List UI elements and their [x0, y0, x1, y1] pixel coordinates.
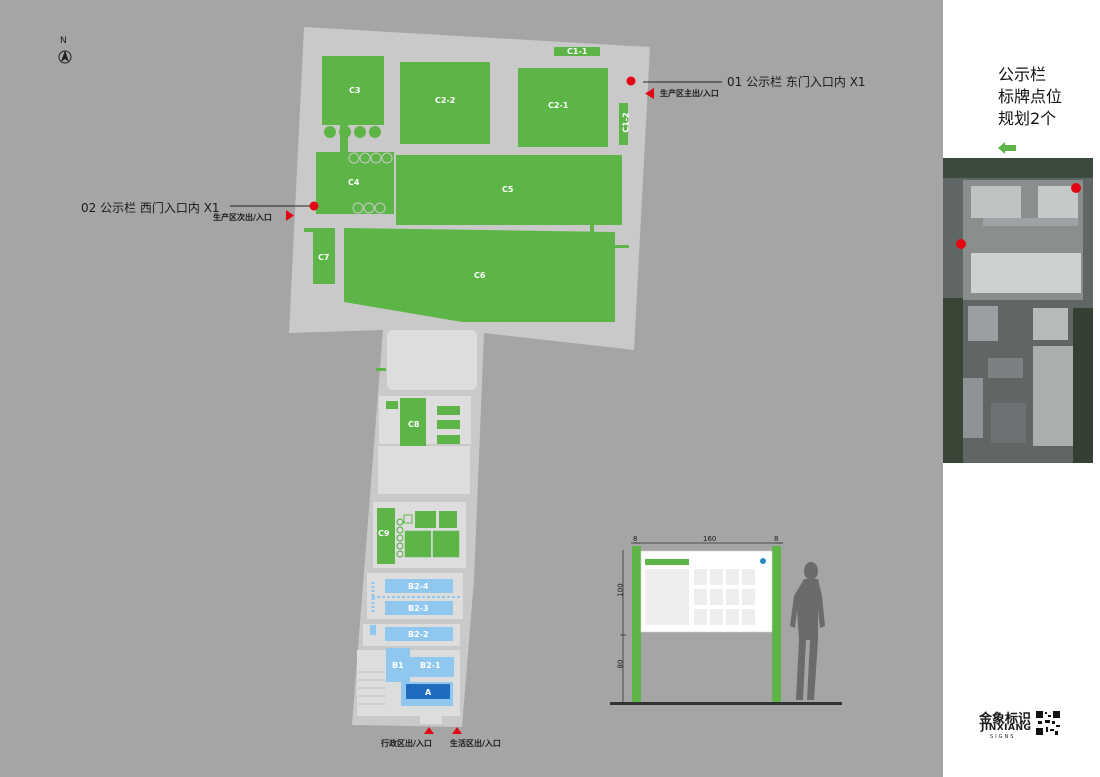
dim-leg-height: 80 — [616, 659, 625, 669]
building-b2-4[interactable] — [385, 579, 453, 593]
dim-post-right: 8 — [774, 535, 779, 543]
signboard-elevation — [610, 542, 842, 705]
label-c3: C3 — [349, 86, 361, 95]
sign-header-bar — [645, 559, 689, 565]
east-callout-text: 01 公示栏 东门入口内 X1 — [727, 75, 866, 89]
building-b2-2[interactable] — [385, 627, 453, 641]
dim-board-height: 100 — [616, 583, 625, 597]
sign-leg-left — [632, 546, 641, 702]
building-b2-1[interactable] — [410, 657, 454, 677]
c6-east-connector — [615, 245, 629, 248]
c8-shed-2 — [437, 406, 460, 415]
sidebar-line-2: 标牌点位 — [998, 87, 1063, 106]
gate-living-arrow[interactable] — [452, 727, 462, 734]
label-c2-1: C2-1 — [548, 101, 569, 110]
label-c1-2: C1-2 — [621, 112, 631, 133]
plaza — [387, 330, 477, 390]
label-b2-2: B2-2 — [408, 630, 429, 639]
sign-logo — [760, 558, 766, 564]
west-callout-text: 02 公示栏 西门入口内 X1 — [81, 201, 220, 215]
label-c1-1: C1-1 — [567, 47, 588, 56]
west-entry-label: 生产区次出/入口 — [213, 213, 272, 222]
label-c8: C8 — [408, 420, 420, 429]
building-c8[interactable] — [400, 398, 426, 448]
gate-admin-arrow[interactable] — [424, 727, 434, 734]
c9-tanks — [396, 518, 404, 558]
compass-north-label: N — [60, 36, 67, 46]
building-c7[interactable] — [313, 228, 335, 284]
brand-english: JINXIANG — [981, 723, 1032, 733]
c9-block-4 — [431, 529, 461, 559]
building-c2-2[interactable] — [400, 62, 490, 144]
building-b1[interactable] — [386, 648, 410, 682]
b2-2-small — [370, 625, 376, 635]
sidebar-title: 公示栏 标牌点位 规划2个 — [998, 64, 1062, 130]
label-c2-2: C2-2 — [435, 96, 456, 105]
plaza-connector — [376, 368, 386, 371]
label-b2-1: B2-1 — [420, 661, 441, 670]
c8-shed-4 — [437, 435, 460, 444]
east-entry-arrow[interactable] — [645, 88, 654, 99]
parking-lots — [358, 671, 385, 705]
label-c4: C4 — [348, 178, 360, 187]
c8-lower-zone — [378, 446, 470, 494]
c3-connector — [340, 125, 348, 155]
c9-block-3 — [403, 529, 433, 559]
person-silhouette — [790, 562, 825, 700]
east-entry-label: 生产区主出/入口 — [660, 89, 719, 98]
qr-code-icon — [1035, 710, 1061, 736]
east-signboard-marker[interactable] — [626, 76, 636, 86]
label-b2-3: B2-3 — [408, 604, 429, 613]
building-c9[interactable] — [377, 508, 395, 564]
building-a[interactable] — [406, 684, 450, 699]
dim-total-width: 160 — [703, 535, 717, 543]
building-c5[interactable] — [396, 155, 622, 225]
compass-needle — [61, 50, 69, 62]
c4-tanks-bottom — [352, 202, 386, 214]
building-c2-1[interactable] — [518, 68, 608, 147]
aerial-photo — [943, 158, 1093, 463]
site-map — [58, 27, 842, 734]
gate-admin-label: 行政区出/入口 — [381, 739, 432, 748]
west-entry-arrow[interactable] — [286, 210, 294, 221]
building-c6[interactable] — [344, 228, 615, 322]
brand-chinese: 金象标识 — [979, 712, 1032, 727]
c9-block-1 — [415, 511, 436, 528]
c9-block-2 — [439, 511, 457, 528]
building-c1-2[interactable] — [619, 103, 628, 145]
gate-admin-block — [420, 712, 442, 724]
sidebar-line-1: 公示栏 — [998, 65, 1047, 84]
sign-poster-left — [645, 569, 689, 625]
label-c9: C9 — [378, 529, 390, 538]
dim-post-left: 8 — [633, 535, 638, 543]
label-b2-4: B2-4 — [408, 582, 429, 591]
c9-small — [403, 514, 413, 524]
sign-grid — [694, 569, 755, 625]
label-c7: C7 — [318, 253, 330, 262]
label-b1: B1 — [392, 661, 404, 670]
building-c1-1[interactable] — [554, 47, 600, 56]
sidebar-line-3: 规划2个 — [998, 109, 1057, 128]
c8-shed-3 — [437, 420, 460, 429]
label-c6: C6 — [474, 271, 486, 280]
brand-sub: SIGNS — [990, 734, 1016, 740]
aerial-marker-west[interactable] — [956, 239, 966, 249]
c8-shed-1 — [386, 401, 398, 409]
c7-connector — [304, 228, 313, 232]
label-c5: C5 — [502, 185, 514, 194]
west-signboard-marker[interactable] — [309, 201, 319, 211]
ground-line — [610, 702, 842, 705]
building-b2-3[interactable] — [385, 601, 453, 615]
aerial-marker-east[interactable] — [1071, 183, 1081, 193]
gate-living-label: 生活区出/入口 — [450, 739, 501, 748]
building-c3[interactable] — [322, 56, 384, 125]
label-a: A — [425, 688, 432, 697]
arrow-left-icon — [998, 142, 1016, 154]
c4-tanks-top — [348, 152, 393, 164]
c3-tanks — [324, 126, 381, 138]
sign-leg-right — [772, 546, 781, 702]
c5-c6-connector — [590, 222, 594, 234]
